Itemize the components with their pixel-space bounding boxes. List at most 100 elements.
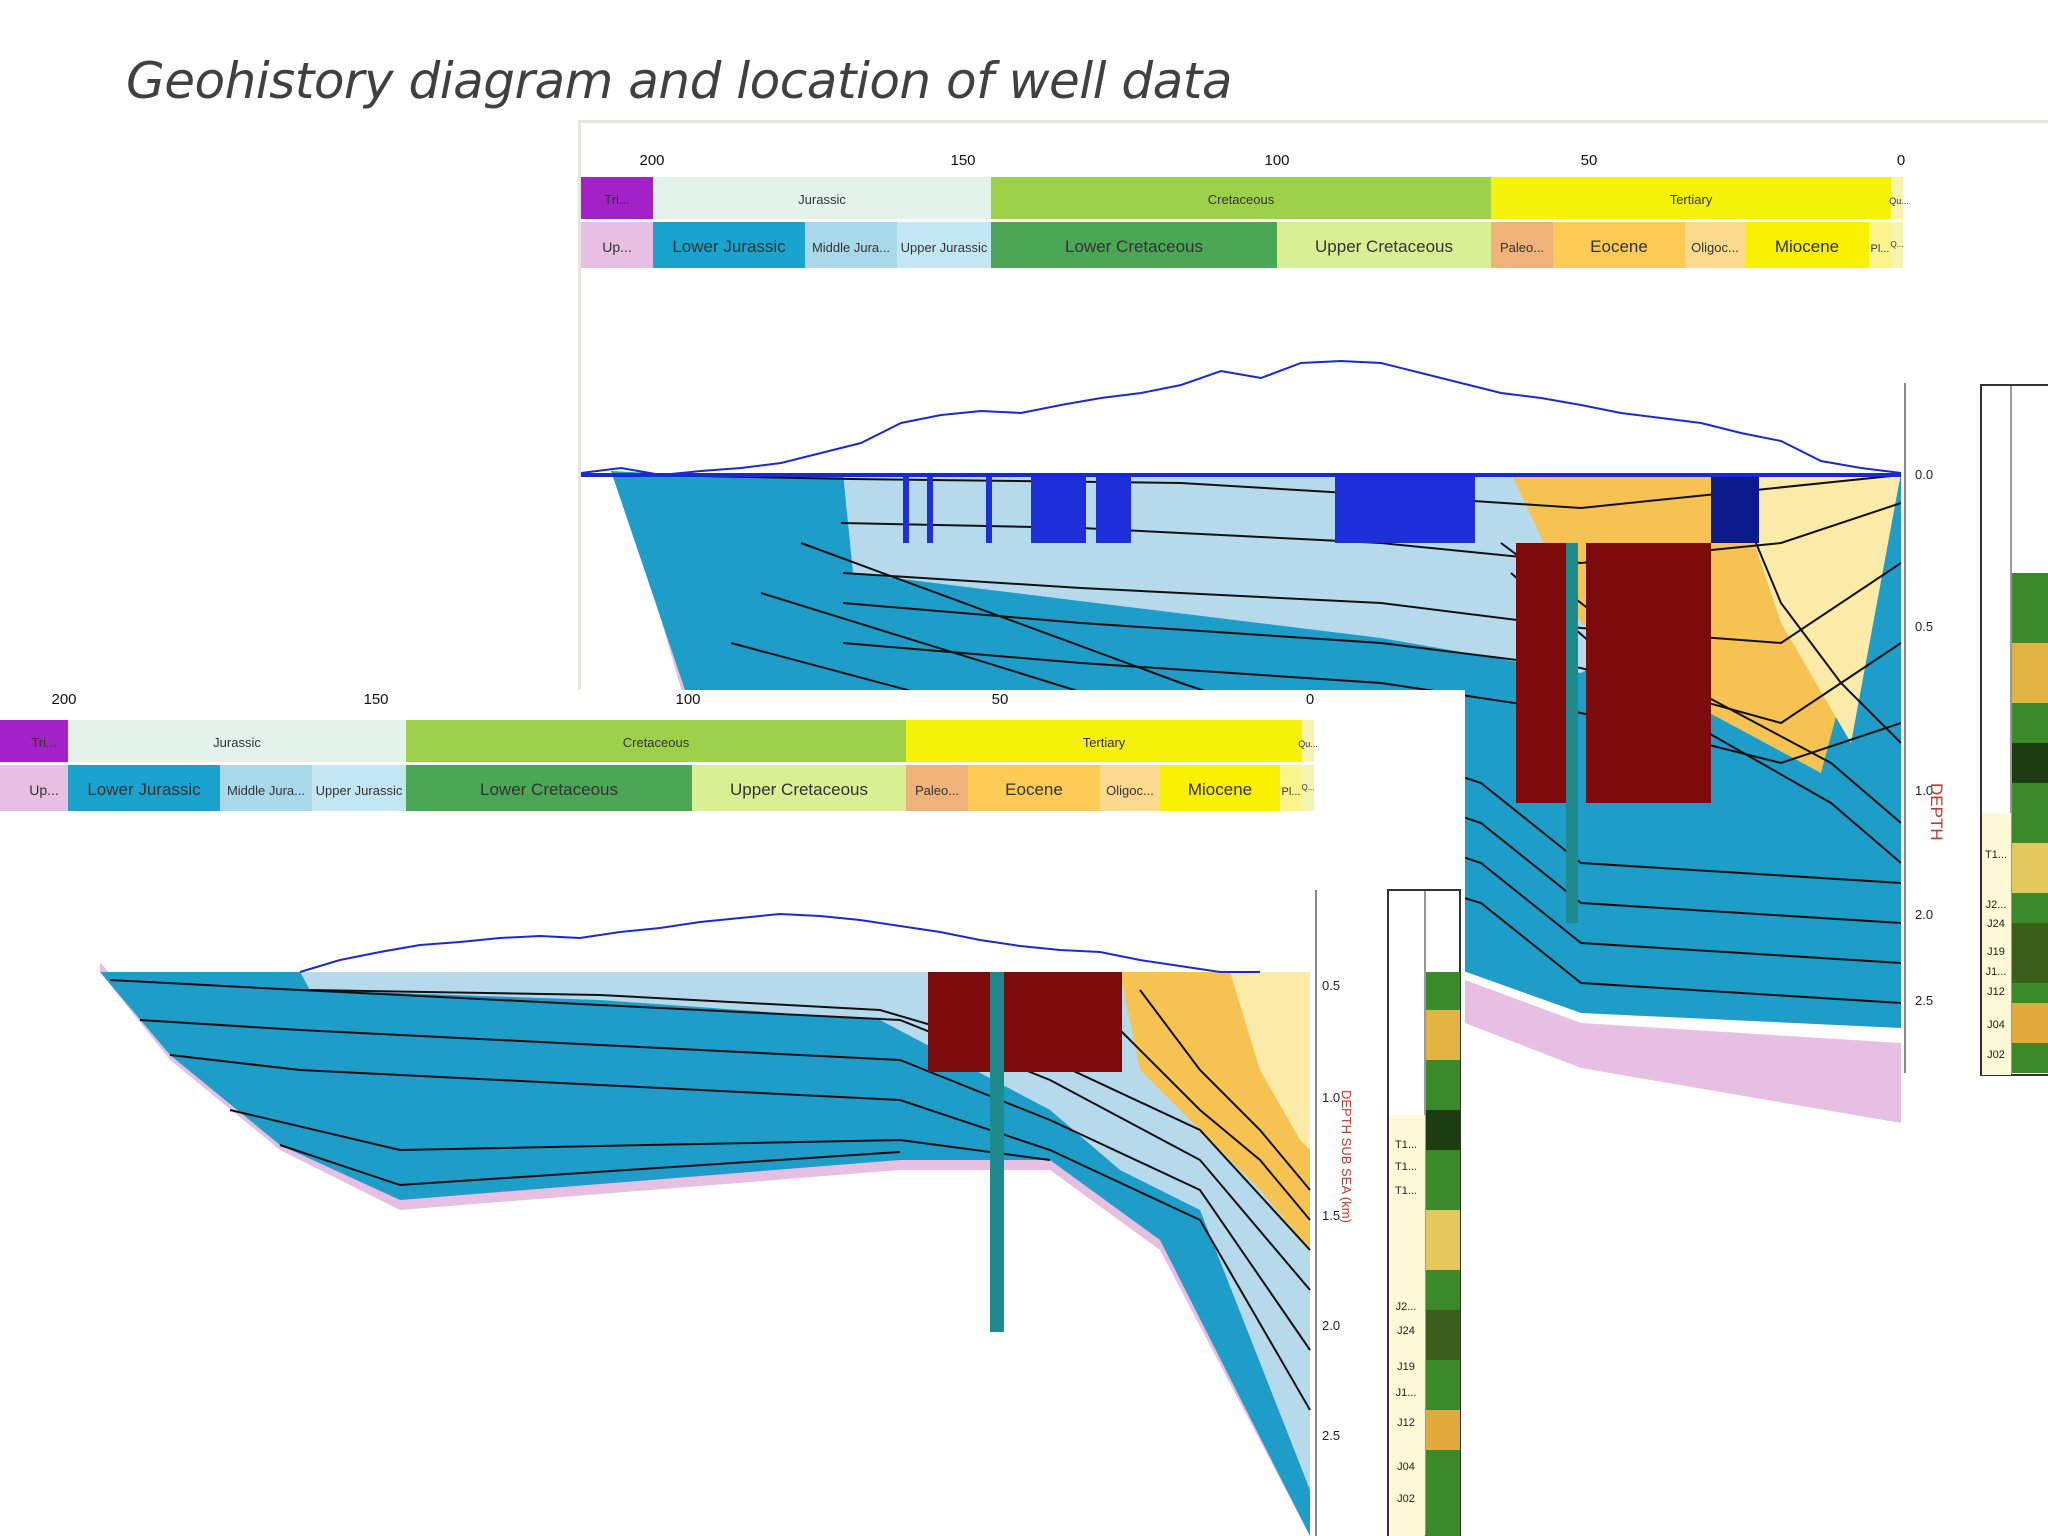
well-layer-label: J24 [1987,918,2005,930]
event-block [1335,473,1475,543]
well-layer-label: J12 [1987,986,2005,998]
slide-title: Geohistory diagram and location of well … [126,52,1233,110]
depth-tick-label: 1.0 [1915,783,1933,798]
event-block [927,473,933,543]
well-layer-label: T1... [1395,1161,1417,1173]
geohistory-panel-front: 200 150 100 50 0 Tri... Jurassic Cretace… [0,690,1465,1536]
well-column-back: T1... J2... J24 J19 J1... J12 J04 J02 [1980,384,2048,1076]
epoch-label: Oligoc... [1106,783,1154,798]
period-band-tertiary [1491,177,1891,219]
depth-tick-label: 1.5 [1322,1208,1340,1223]
period-row: Tri... Jurassic Cretaceous Tertiary Qu..… [581,177,1909,219]
epoch-band [1685,222,1745,268]
epoch-label: Paleo... [915,783,959,798]
epoch-band [1891,222,1903,268]
epoch-band [1745,222,1869,268]
epoch-band [991,222,1277,268]
sea-level-curve [580,359,1902,477]
well-layer-label: T1... [1395,1185,1417,1197]
well-layer-label: T1... [1395,1139,1417,1151]
epoch-label: Up... [602,239,632,255]
depth-tick-label: 0.5 [1322,978,1340,993]
pale-yellow-section [1731,473,1901,743]
depth-axis-label: DEPTH SUB SEA (km) [1339,1090,1354,1223]
well-column-front: T1... T1... T1... J2... J24 J19 J1... J1… [1387,889,1461,1536]
epoch-row: Up... Lower Jurassic Middle Jura... Uppe… [0,765,1314,811]
epoch-label: Up... [29,782,59,798]
period-band-cretaceous [991,177,1491,219]
epoch-label: Middle Jura... [812,240,890,255]
epoch-label: Q... [1302,783,1315,792]
epoch-label: Miocene [1188,780,1252,799]
maturity-blocks [1516,543,1711,923]
well-trace [990,972,1004,1332]
tick-label: 200 [639,152,664,169]
event-block [986,473,992,543]
well-layer-label: J2... [1986,899,2007,911]
well-layer-label: J2... [1396,1301,1417,1313]
period-label: Qu... [1298,739,1318,749]
epoch-band [1100,765,1160,811]
epoch-band [906,765,968,811]
epoch-label: Q... [1891,240,1904,249]
epoch-band [897,222,991,268]
epoch-band [692,765,906,811]
time-axis-ticks: 200 150 100 50 0 [639,152,1905,169]
epoch-row: Up... Lower Jurassic Middle Jura... Uppe… [581,222,1903,268]
epoch-label: Lower Cretaceous [1065,237,1203,256]
period-band-triassic [0,720,68,762]
epoch-band [1553,222,1685,268]
period-row: Tri... Jurassic Cretaceous Tertiary Qu..… [0,720,1318,762]
well-layer-label: J04 [1397,1461,1415,1473]
depth-tick-label: 2.5 [1915,993,1933,1008]
period-label: Jurassic [798,192,846,207]
well-layer-label: J1... [1396,1387,1417,1399]
well-trace [1566,543,1578,923]
epoch-label: Upper Jurassic [901,240,988,255]
light-blue-section [300,972,1310,1490]
epoch-label: Oligoc... [1691,240,1739,255]
epoch-label: Paleo... [1500,240,1544,255]
epoch-band [1302,765,1314,811]
epoch-label: Miocene [1775,237,1839,256]
lower-jurassic-fill [100,972,1310,1536]
geohistory-diagram-front: 200 150 100 50 0 Tri... Jurassic Cretace… [0,691,1461,1536]
event-block [1096,473,1131,543]
epoch-band [68,765,220,811]
tick-label: 0 [1306,691,1314,708]
epoch-label: Eocene [1590,237,1648,256]
tick-label: 50 [1581,152,1598,169]
tick-label: 100 [675,691,700,708]
period-band-quaternary [1302,720,1314,762]
depth-tick-label: 2.5 [1322,1428,1340,1443]
epoch-band [1160,765,1280,811]
depth-tick-label: 2.0 [1915,907,1933,922]
epoch-label: Lower Cretaceous [480,780,618,799]
tick-label: 200 [51,691,76,708]
epoch-band [581,222,653,268]
depth-tick-label: 1.0 [1322,1090,1340,1105]
period-label: Tertiary [1083,735,1126,750]
epoch-band [805,222,897,268]
depth-tick-label: 2.0 [1322,1318,1340,1333]
epoch-label: Upper Cretaceous [730,780,868,799]
depth-tick-label: 0.5 [1915,619,1933,634]
epoch-band [312,765,406,811]
maturity-blocks [928,972,1122,1332]
well-layer-label: J02 [1987,1049,2005,1061]
epoch-band [653,222,805,268]
epoch-label: Upper Cretaceous [1315,237,1453,256]
period-label: Cretaceous [1208,192,1275,207]
period-label: Tri... [31,735,57,750]
epoch-label: Eocene [1005,780,1063,799]
pale-yellow-section [1230,972,1310,1150]
epoch-band [1869,222,1891,268]
epoch-label: Pl... [1282,786,1301,798]
burial-lines [109,979,1311,1411]
period-band-tertiary [906,720,1302,762]
epoch-band [220,765,312,811]
well-layer-label: T1... [1985,849,2007,861]
well-layer-label: J12 [1397,1417,1415,1429]
epoch-band [1280,765,1302,811]
epoch-label: Upper Jurassic [316,783,403,798]
